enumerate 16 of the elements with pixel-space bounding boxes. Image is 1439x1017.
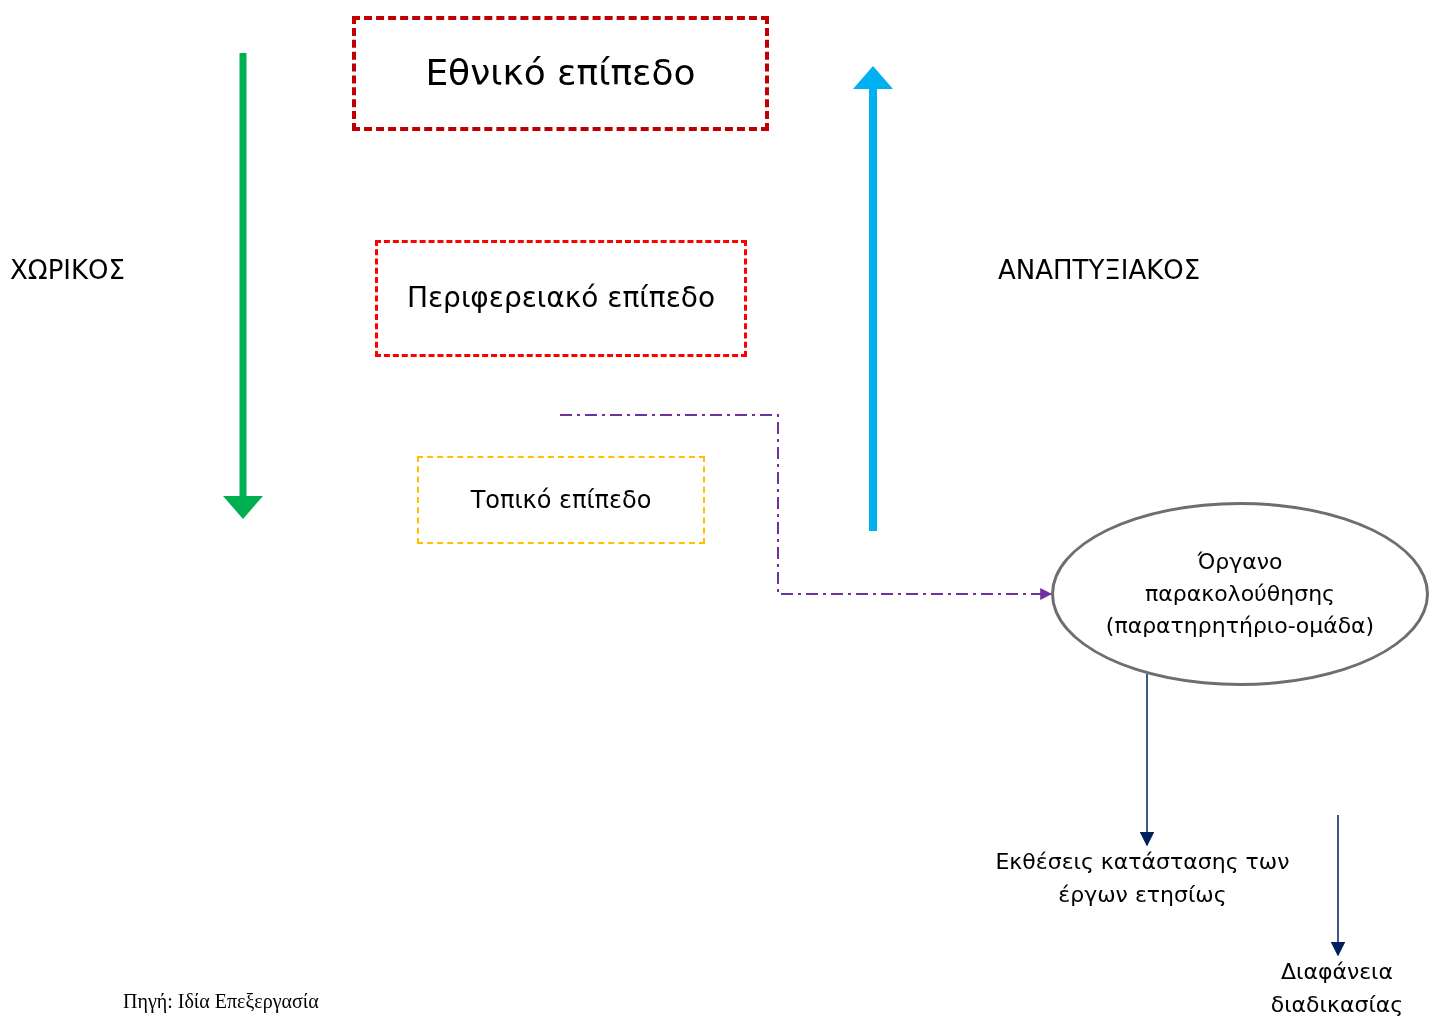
level-label: Τοπικό επίπεδο (470, 484, 652, 516)
caption: Πηγή: Ιδία Επεξεργασία (123, 990, 319, 1013)
level-box (352, 16, 769, 131)
level-box (375, 240, 747, 357)
monitoring-ellipse (1051, 502, 1429, 686)
output-text: Εκθέσεις κατάστασης των έργων ετησίως (995, 845, 1290, 915)
level-label: Περιφερειακό επίπεδο (406, 280, 716, 317)
axis-label: ΑΝΑΠΤΥΞΙΑΚΟΣ (998, 255, 1201, 285)
arrow (1330, 814, 1346, 957)
node-label: Όργανο παρακολούθησης (παρατηρητήριο-ομάδα) (1105, 548, 1375, 640)
arrow (559, 414, 1053, 600)
level-box (417, 456, 705, 544)
arrow (1139, 673, 1155, 847)
level-label: Εθνικό επίπεδο (425, 51, 696, 96)
axis-label: ΧΩΡΙΚΟΣ (10, 255, 125, 285)
output-text: Διαφάνεια διαδικασίας (1262, 955, 1412, 1017)
